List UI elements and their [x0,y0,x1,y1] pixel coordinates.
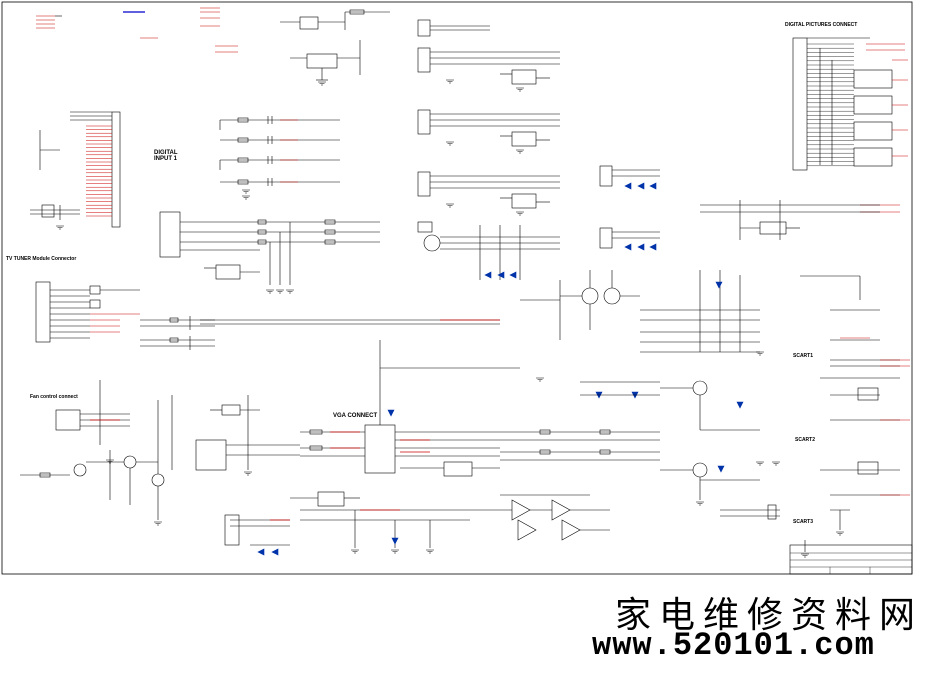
heading-tv-tuner: TV TUNER Module Connector [6,256,77,262]
heading-digital-pictures: DIGITAL PICTURES CONNECT [785,22,858,28]
top-left-nets [36,7,238,53]
digital-input-blocks [219,116,340,186]
fan-control [20,380,173,520]
heading-scart3: SCART3 [793,519,814,525]
amp-blocks [417,19,560,280]
tv-tuner-nets [90,313,140,333]
regulator-top [280,9,390,81]
scart-nets [840,337,910,496]
heading-digital-input: DIGITAL INPUT 1 [154,150,178,162]
mid-right-connectors [599,165,660,249]
digital-input-nets [280,119,298,183]
left-connector [70,111,121,228]
right-lower-chains [500,380,780,520]
vga-red-nets [90,319,500,521]
left-misc [30,130,80,220]
heading-scart2: SCART2 [795,437,816,443]
connector-block-2 [159,211,380,285]
digital-pictures-pins [807,43,854,167]
scart-circuits [700,200,900,552]
amp-diodes [257,182,657,556]
ground-symbols [56,79,844,558]
sheet-border [1,1,913,575]
digital-pictures-nets [860,43,908,213]
vga-area [195,319,520,548]
heading-fan-control: Fan control connect [30,394,78,400]
watermark-chinese: 家电维修资料网 [615,595,924,636]
tv-tuner-connector [35,281,215,350]
heading-vga-connect: VGA CONNECT [333,413,378,419]
heading-scart1: SCART1 [793,353,814,359]
digital-pictures-connector [792,37,893,171]
watermark-url: www.520101.com [592,627,875,664]
title-block [789,544,913,575]
transistor-stage [387,270,760,545]
opamps [470,494,610,541]
left-connector-pins [86,125,112,217]
